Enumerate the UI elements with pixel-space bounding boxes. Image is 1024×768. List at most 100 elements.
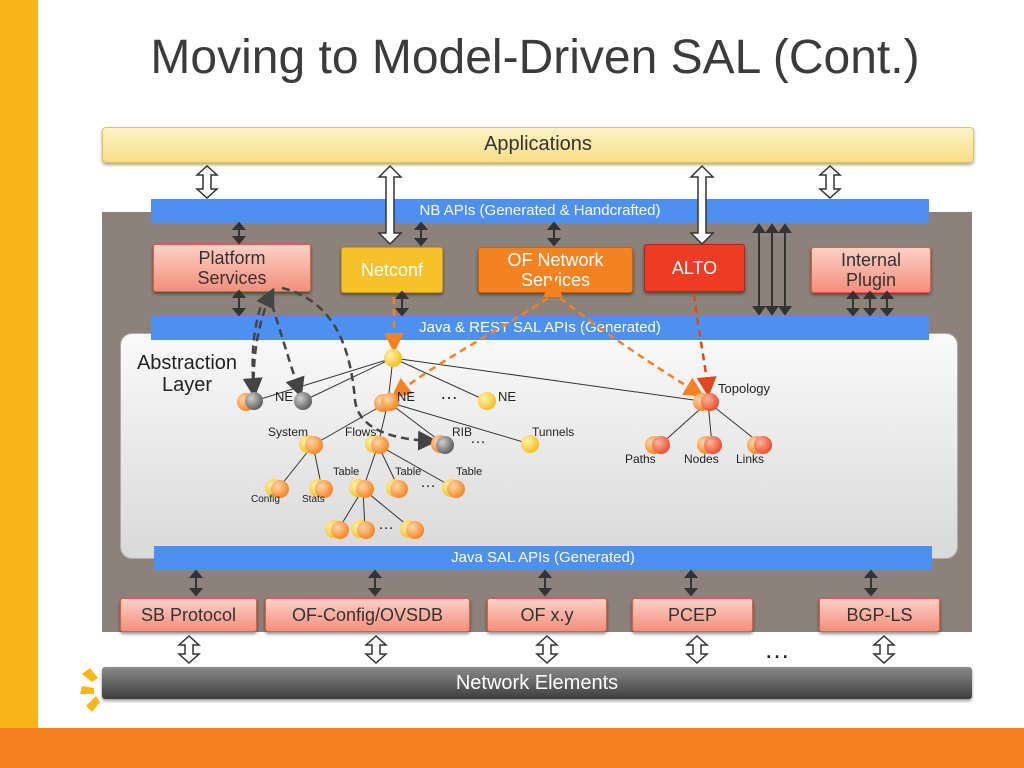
plugin-sb-protocol: SB Protocol: [120, 598, 257, 632]
small-double-arrow-icon: [863, 569, 879, 597]
label-ne-1: NE: [275, 389, 294, 404]
small-dark-arrows: [188, 221, 895, 597]
applications-bar: Applications: [102, 127, 974, 163]
label-links: Links: [736, 452, 765, 466]
flow-entry-node: [331, 521, 349, 539]
table-node: [390, 480, 408, 498]
platform-services-line1: Platform: [198, 248, 266, 268]
double-arrow-icon: [377, 164, 403, 246]
nb-apis-bar: NB APIs (Generated & Handcrafted): [151, 199, 929, 223]
double-arrow-icon: [872, 634, 896, 665]
table-node: [356, 480, 374, 498]
stats-node: [315, 480, 333, 498]
table-ellipsis: …: [420, 474, 436, 491]
network-elements-bar: Network Elements: [102, 667, 972, 699]
plugin-of-xy: OF x.y: [487, 598, 607, 632]
label-table-3: Table: [456, 466, 483, 478]
double-arrow-icon: [689, 164, 715, 246]
tree-nodes: [237, 349, 772, 539]
page-title: Moving to Model-Driven SAL (Cont.): [150, 31, 920, 84]
label-ne-3: NE: [498, 389, 517, 404]
internal-plugin-line1: Internal: [840, 250, 902, 270]
internal-plugin-line2: Plugin: [845, 270, 897, 290]
small-double-arrow-icon: [845, 290, 861, 317]
label-nodes: Nodes: [684, 452, 719, 466]
flow-entry-node: [357, 521, 375, 539]
label-stats: Stats: [302, 494, 325, 505]
java-sal-apis-bar: Java SAL APIs (Generated): [154, 546, 932, 570]
small-double-arrow-icon: [231, 289, 247, 317]
double-arrow-icon: [195, 164, 219, 200]
system-node: [305, 436, 323, 454]
root-node: [384, 349, 402, 367]
topology-node: [701, 393, 719, 411]
of-network-services-line1: OF Network: [507, 250, 604, 270]
alto-box: ALTO: [644, 244, 745, 292]
paths-node: [652, 436, 670, 454]
alto-dashed-arrow: [692, 293, 717, 397]
ne-node: [294, 392, 312, 410]
label-table-2: Table: [395, 466, 422, 478]
abstraction-layer-label: Abstraction Layer: [128, 352, 246, 396]
tall-double-arrow-icon: [765, 223, 779, 316]
tunnels-node: [521, 435, 539, 453]
apps-nb-arrows: [195, 164, 842, 246]
flow-entry-ellipsis: …: [378, 516, 394, 533]
label-topology: Topology: [718, 381, 771, 396]
label-config: Config: [251, 494, 280, 505]
platform-services-box: Platform Services: [153, 244, 311, 292]
netconf-box: Netconf: [341, 247, 443, 293]
plugin-pcep: PCEP: [632, 598, 753, 632]
small-double-arrow-icon: [413, 221, 429, 247]
plugin-bgp-ls: BGP-LS: [819, 598, 940, 632]
label-table-1: Table: [333, 466, 360, 478]
links-node: [754, 436, 772, 454]
label-flows: Flows: [345, 425, 377, 439]
ne-node: [381, 393, 399, 411]
left-accent-bar: [0, 0, 38, 728]
rib-ellipsis: …: [470, 430, 486, 447]
label-paths: Paths: [625, 452, 656, 466]
platform-services-line2: Services: [197, 268, 267, 288]
double-arrow-icon: [818, 164, 842, 200]
abstraction-layer-line2: Layer: [161, 374, 213, 396]
double-arrow-icon: [535, 634, 559, 665]
ne-node: [245, 392, 263, 410]
rib-node: [436, 436, 454, 454]
label-ne-2: NE: [397, 389, 416, 404]
abstraction-layer-line1: Abstraction: [136, 352, 238, 374]
small-double-arrow-icon: [231, 221, 247, 245]
flows-node: [371, 436, 389, 454]
small-double-arrow-icon: [683, 569, 699, 597]
config-node: [271, 480, 289, 498]
tall-double-arrow-icon: [778, 223, 792, 316]
tall-double-arrow-icon: [752, 223, 766, 316]
plugin-of-config-ovsdb: OF-Config/OVSDB: [265, 598, 470, 632]
table-node: [447, 480, 465, 498]
plugins-network-arrows: [177, 634, 896, 665]
small-double-arrow-icon: [879, 290, 895, 317]
label-system: System: [268, 425, 309, 439]
bottom-accent-bar: [0, 728, 1024, 768]
internal-plugin-box: Internal Plugin: [811, 247, 931, 293]
abstraction-layer-panel: [120, 333, 958, 559]
flow-entry-node: [406, 521, 424, 539]
ne-ellipsis: …: [440, 383, 458, 403]
small-double-arrow-icon: [537, 569, 553, 597]
tree-edges: [253, 357, 763, 531]
small-double-arrow-icon: [546, 221, 562, 247]
small-double-arrow-icon: [394, 290, 410, 317]
java-rest-apis-bar: Java & REST SAL APIs (Generated): [151, 316, 929, 340]
small-double-arrow-icon: [367, 569, 383, 597]
label-rib: RIB: [452, 425, 473, 439]
double-arrow-icon: [685, 634, 709, 665]
plugins-ellipsis: …: [764, 634, 792, 664]
platform-dashed-arrows: [242, 286, 438, 451]
ne-node: [478, 392, 496, 410]
small-double-arrow-icon: [188, 569, 204, 597]
small-double-arrow-icon: [862, 290, 878, 317]
label-tunnels: Tunnels: [532, 425, 575, 439]
double-arrow-icon: [364, 634, 388, 665]
nodes-node: [704, 436, 722, 454]
